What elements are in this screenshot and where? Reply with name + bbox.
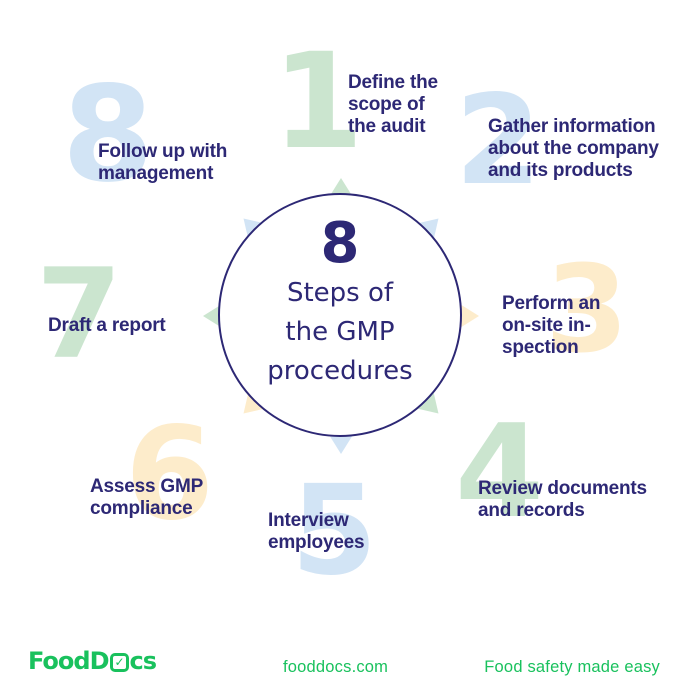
step-4-number: 4 bbox=[455, 398, 544, 547]
step-4-label: Review documents and records bbox=[478, 478, 647, 521]
center-title-line-3: procedures bbox=[267, 355, 413, 386]
step-6-label: Assess GMP compliance bbox=[90, 476, 204, 519]
tagline-text: Food safety made easy bbox=[484, 658, 660, 676]
step-2-number: 2 bbox=[455, 69, 541, 213]
step-7-label: Draft a report bbox=[48, 315, 166, 336]
center-circle: 8 Steps of the GMP procedures bbox=[218, 193, 462, 437]
step-7-number: 7 bbox=[36, 243, 122, 387]
step-3-label: Perform an on-site in- spection bbox=[502, 293, 601, 358]
step-2-label: Gather information about the company and… bbox=[488, 116, 659, 181]
website-text: fooddocs.com bbox=[283, 658, 389, 676]
step-8-label: Follow up with management bbox=[98, 141, 228, 184]
fooddocs-logo: FoodD✓cs bbox=[28, 647, 157, 675]
center-number: 8 bbox=[320, 211, 360, 276]
step-8-number: 8 bbox=[62, 58, 154, 212]
step-5-label: Interview employees bbox=[268, 510, 365, 553]
step-3-number: 3 bbox=[545, 241, 628, 380]
center-title-line-1: Steps of bbox=[286, 277, 394, 308]
step-1-label: Define the scope of the audit bbox=[348, 72, 438, 137]
step-5-number: 5 bbox=[291, 459, 377, 603]
step-6-number: 6 bbox=[125, 400, 214, 549]
logo-check-icon: ✓ bbox=[109, 652, 129, 672]
center-title-line-2: the GMP bbox=[285, 316, 395, 347]
step-1-number: 1 bbox=[272, 25, 364, 179]
